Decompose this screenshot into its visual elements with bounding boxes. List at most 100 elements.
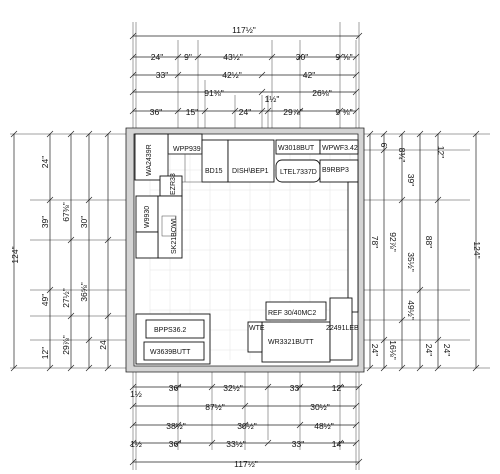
dim-top-r1-c: 43½"	[223, 52, 243, 62]
dim-bot-r4-b: 36"	[169, 439, 181, 449]
cabinet-labels: WPP939 WA2439R BD15 DISH\BEP1 W3018BUT W…	[144, 144, 359, 356]
dim-right-c: 6	[379, 143, 389, 148]
top-dimension-lines	[129, 22, 363, 132]
cabinet-ref[interactable]	[265, 301, 327, 321]
dim-right-total: 124"	[472, 241, 482, 258]
dim-left-g: 36⅝"	[79, 282, 89, 302]
dim-bot-r1-a: 1½	[130, 389, 142, 399]
dim-top-r4-e: 29⅞"	[283, 107, 303, 117]
dim-right-d: 39"	[406, 174, 416, 186]
dim-left-b: 39"	[40, 216, 50, 228]
room-walls	[125, 127, 365, 373]
dim-right-m: 24"	[442, 344, 452, 356]
label-ref: REF 30/40MC2	[268, 310, 316, 317]
dim-bot-r4-e: 14"	[332, 439, 344, 449]
dim-left-f: 27½"	[61, 288, 71, 308]
top-wall-cabinets	[134, 133, 359, 183]
dim-bot-r2-b: 30½"	[310, 402, 330, 412]
dim-right-a: 12"	[436, 146, 446, 158]
label-wa2439r: WA2439R	[146, 144, 153, 176]
label-w3018but: W3018BUT	[278, 145, 315, 152]
dim-bot-r1-d: 33"	[290, 383, 302, 393]
label-22491leb: 22491LEB	[326, 325, 359, 332]
dim-right-i: 49½"	[406, 300, 416, 320]
dim-top-r1-e: 9 ⅜"	[335, 52, 352, 62]
label-wpwf342: WPWF3.42	[322, 145, 358, 152]
dim-left-j: 24	[98, 340, 108, 350]
dim-bot-r4-d: 33"	[292, 439, 304, 449]
dim-left-i: 29⅞"	[61, 335, 71, 355]
label-wte: WTE	[249, 325, 265, 332]
dim-left-a: 24"	[40, 156, 50, 168]
dim-right-k: 24"	[370, 344, 380, 356]
dim-bot-r2-a: 87½"	[205, 402, 225, 412]
dim-top-r4-a: 36"	[150, 107, 162, 117]
dim-top-r1-d: 30"	[296, 52, 308, 62]
label-bpps362: BPPS36.2	[154, 327, 186, 334]
dim-bot-r3-c: 48½"	[314, 421, 334, 431]
cabinet-wa2439r[interactable]	[134, 133, 169, 181]
cabinet-b9rbp3[interactable]	[319, 159, 359, 183]
left-wall-cabinets	[135, 175, 183, 259]
label-wpp939: WPP939	[173, 146, 201, 153]
label-w3639butt: W3639BUTT	[150, 349, 191, 356]
label-b9rbp3: B9RBP3	[322, 167, 349, 174]
dim-top-r3-a: 91⅜"	[204, 88, 224, 98]
dim-bot-r3-b: 30½"	[237, 421, 257, 431]
dim-top-r4-b: 15"	[186, 107, 198, 117]
cabinet-dishbep[interactable]	[227, 139, 275, 183]
dim-bot-r1-b: 36"	[169, 383, 181, 393]
cabinet-base-left[interactable]	[135, 231, 159, 259]
bottom-dimension-lines	[129, 372, 363, 470]
label-bd15: BD15	[205, 168, 223, 175]
cabinet-wte[interactable]	[247, 321, 263, 353]
dim-left-c: 67⅜"	[61, 202, 71, 222]
dim-top-r3-b: 26⅛"	[312, 88, 332, 98]
dim-left-total: 124"	[10, 246, 20, 263]
label-sk21bowl: SK21BOWL	[171, 216, 178, 254]
dim-left-d: 30"	[79, 216, 89, 228]
dim-top-total: 117½"	[232, 25, 256, 35]
label-wr3321butt: WR3321BUTT	[268, 339, 314, 346]
bottom-dimension-labels: 1½ 36" 32½" 33" 12" 87½" 30½" 38½" 30½" …	[130, 383, 344, 469]
right-wall-strip	[347, 181, 359, 313]
dim-top-r4-f: 9 ⅜"	[335, 107, 352, 117]
dim-bot-r1-c: 32½"	[223, 383, 243, 393]
cabinet-22491leb[interactable]	[329, 297, 353, 361]
label-dishbep: DISH\BEP1	[232, 168, 269, 175]
cabinet-w3639butt[interactable]	[143, 341, 205, 361]
sink-corner-outline	[167, 153, 203, 183]
cabinet-bpps362[interactable]	[145, 319, 205, 339]
cabinet-sk21bowl[interactable]	[157, 195, 183, 259]
label-ltel7337d: LTEL7337D	[280, 169, 317, 176]
dim-left-h: 12"	[40, 347, 50, 359]
dim-right-h: 78"	[370, 236, 380, 248]
cabinet-wpwf342[interactable]	[319, 139, 359, 155]
dim-right-e: 88"	[424, 236, 434, 248]
dim-bot-r4-a: 1½	[130, 439, 142, 449]
dim-right-b: 8¾"	[397, 148, 407, 163]
right-wall-panel	[347, 181, 359, 313]
cabinet-bd15[interactable]	[201, 139, 229, 183]
right-dimension-labels: 124" 12" 8¾" 6 39" 88" 35½" 92⅞" 78" 49½…	[370, 143, 482, 360]
bottom-left-cabinets	[135, 313, 211, 365]
bottom-right-cabinets	[247, 297, 353, 363]
label-w9930: W9930	[144, 206, 151, 228]
top-dimension-labels: 117½" 24" 9" 43½" 30" 9 ⅜" 33" 42½" 42" …	[150, 25, 353, 117]
dim-bot-total: 117½"	[234, 459, 258, 469]
dim-right-g: 92⅞"	[388, 232, 398, 252]
dim-top-r2-a: 33"	[156, 70, 168, 80]
dim-bot-r3-a: 38½"	[166, 421, 186, 431]
dim-top-r2-c: 42"	[303, 70, 315, 80]
dim-top-r4-d: 1½"	[265, 94, 280, 104]
cabinet-wr3321butt[interactable]	[261, 321, 331, 363]
dim-top-r2-b: 42½"	[222, 70, 242, 80]
dim-top-r1-a: 24"	[151, 52, 163, 62]
right-dimension-lines	[364, 130, 490, 372]
left-dimension-labels: 124" 24" 39" 67⅜" 30" 49" 27½" 36⅝" 12" …	[10, 156, 108, 359]
sink-basin	[161, 215, 177, 237]
dim-left-e: 49"	[40, 294, 50, 306]
dim-bot-r4-c: 33½"	[226, 439, 246, 449]
label-ezr33: EZR33	[170, 173, 177, 195]
